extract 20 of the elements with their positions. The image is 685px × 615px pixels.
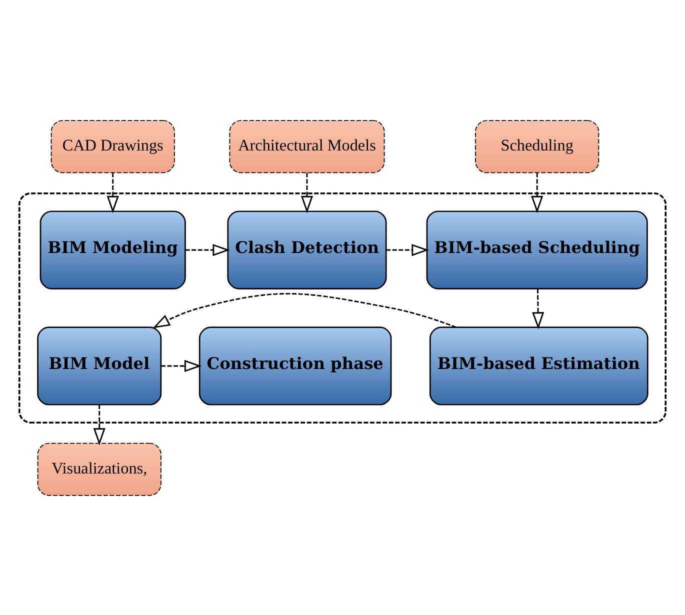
arrow — [300, 172, 314, 213]
cluster — [18, 192, 667, 423]
node-box: CAD Drawings — [50, 120, 175, 173]
arrow — [386, 243, 429, 256]
node-box: Construction phase — [198, 326, 392, 405]
node-box: Clash Detection — [227, 210, 387, 289]
node-box: BIM Modeling — [40, 210, 186, 289]
arrow — [185, 243, 230, 256]
node-box: Scheduling — [475, 120, 600, 173]
arrow — [532, 288, 544, 329]
arrow — [106, 172, 119, 213]
arrow — [152, 292, 456, 328]
arrow — [531, 172, 544, 213]
node-box: Architectural Models — [229, 120, 385, 173]
node-box: BIM-based Estimation — [429, 326, 648, 405]
arrow — [160, 359, 202, 372]
node-box: Visualizations, — [37, 442, 162, 496]
node-box: BIM-based Scheduling — [426, 210, 648, 289]
node-box: BIM Model — [37, 326, 162, 405]
arrow — [93, 404, 106, 445]
